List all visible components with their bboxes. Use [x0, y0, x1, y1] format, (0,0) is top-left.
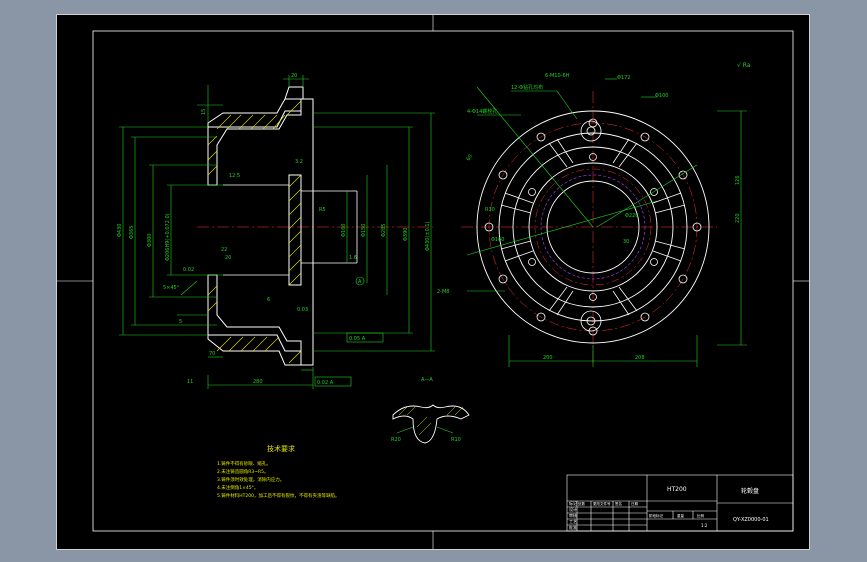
dim-left-1: Φ430 — [117, 224, 123, 237]
dim-left-3: Φ300 — [147, 234, 153, 247]
note-4: 1.6 — [349, 255, 357, 261]
title-block — [566, 474, 794, 532]
note-2: 0.02 — [183, 267, 194, 273]
label-60: 60 — [466, 153, 474, 162]
tech-item-4: 4.未注倒角1×45°。 — [217, 484, 258, 491]
tech-item-1: 1.铸件不得有砂眼、缩孔。 — [217, 460, 271, 467]
note-3: 0.03 — [297, 307, 308, 313]
dim-left-2: Φ365 — [129, 226, 135, 239]
dim-right-3: Φ285 — [381, 224, 387, 237]
label-thread: 6-M10-6H — [545, 73, 570, 79]
label-200: 200 — [543, 355, 553, 361]
dim-bottom-3: 11 — [187, 379, 193, 385]
label-d160: Φ160 — [491, 237, 504, 243]
tolerance-frame-1 — [346, 332, 384, 343]
dim-bottom-1: 280 — [253, 379, 263, 385]
tb-stage-2: 重量 — [677, 513, 685, 518]
tb-col-1: 处数 — [578, 501, 586, 506]
tb-col-3: 更改文件号 — [593, 501, 611, 506]
dim-top-1: 15 — [201, 109, 207, 115]
tb-col-5: 日期 — [631, 501, 639, 506]
tb-stage-1: 阶段标记 — [649, 513, 663, 518]
dim-right-2: Φ150 — [361, 224, 367, 237]
tb-row-5: 批准 — [569, 524, 577, 530]
dim-top-3: 6 — [267, 297, 270, 303]
note-1: 5×45° — [163, 285, 180, 291]
title-drawing-no: QY-XZ0000-01 — [733, 517, 769, 523]
section-aa-left: R20 — [391, 437, 401, 443]
label-208: 208 — [635, 355, 645, 361]
label-bolt-4: 4-Φ14螺栓孔 — [467, 108, 497, 115]
tb-scale: 1:2 — [701, 523, 708, 528]
label-holes-12: 12-Φ钻孔均布 — [511, 84, 543, 91]
tech-item-5: 5.铸件材料HT200，加工后不得有裂纹，不得有夹渣等缺陷。 — [217, 492, 340, 499]
label-220: 220 — [735, 213, 741, 223]
section-aa-title: A—A — [421, 377, 433, 383]
dim-left-4: Φ206H9(+0.072 0) — [165, 213, 171, 261]
section-aa: A—A R20 R10 — [391, 377, 470, 444]
label-m8: 2-M8 — [437, 289, 449, 295]
title-material: HT200 — [667, 486, 687, 493]
section-aa-right: R10 — [451, 437, 461, 443]
label-30: 30 — [623, 239, 629, 245]
tolerance-frame-2 — [314, 376, 352, 387]
tech-title: 技术要求 — [267, 444, 295, 453]
tech-requirements: 技术要求 1.铸件不得有砂眼、缩孔。 2.未注铸造圆角R3~R5。 3.铸件须时… — [217, 444, 340, 499]
dim-right-1: Φ160 — [341, 224, 347, 237]
cad-drawing: Φ430 Φ365 Φ300 Φ206H9(+0.072 0) 15 20 6 … — [57, 15, 809, 549]
dim-bottom-4: 5 — [179, 319, 182, 325]
tb-stage-3: 比例 — [697, 513, 705, 518]
roughness-mark: √ Ra — [737, 62, 751, 69]
dim-top-2: 20 — [291, 73, 297, 79]
tb-row-4: 工艺 — [569, 519, 577, 524]
drawing-sheet: Φ430 Φ365 Φ300 Φ206H9(+0.072 0) 15 20 6 … — [56, 14, 810, 550]
label-126: 126 — [735, 175, 741, 185]
tolerance-text-1: 0.05 A — [349, 336, 366, 342]
label-d226: Φ226 — [625, 213, 638, 219]
tb-row-2: 设计 — [569, 506, 577, 512]
dim-right-4: Φ390 — [403, 228, 409, 241]
inner-frame — [92, 30, 794, 532]
dim-top-4: 22 — [221, 247, 227, 253]
label-d172: Φ172 — [617, 75, 630, 81]
label-d100: Φ100 — [655, 93, 668, 99]
right-front-view: 12-Φ钻孔均布 4-Φ14螺栓孔 6-M10-6H Φ100 Φ172 60 … — [437, 62, 751, 367]
note-6: 12.5 — [229, 173, 240, 179]
tech-item-2: 2.未注铸造圆角R3~R5。 — [217, 468, 269, 475]
dim-bottom-2: 70 — [209, 351, 215, 357]
tb-col-4: 签名 — [615, 501, 622, 506]
label-r30: R30 — [485, 207, 495, 213]
tb-row-1: 标记 — [569, 500, 577, 506]
tb-row-3: 审核 — [569, 512, 577, 518]
tolerance-text-2: 0.02 A — [317, 380, 334, 386]
note-5: 3.2 — [295, 159, 303, 165]
dim-right-5: Φ430(±0.1) — [425, 221, 431, 251]
dim-bottom-5: 20 — [225, 255, 231, 261]
tech-item-3: 3.铸件须时效处理，消除内应力。 — [217, 476, 284, 483]
title-part-name: 轮毂盘 — [741, 487, 759, 495]
dim-top-5: R5 — [319, 207, 326, 213]
datum-label: A — [358, 279, 362, 285]
left-section-view: Φ430 Φ365 Φ300 Φ206H9(+0.072 0) 15 20 6 … — [117, 73, 435, 389]
